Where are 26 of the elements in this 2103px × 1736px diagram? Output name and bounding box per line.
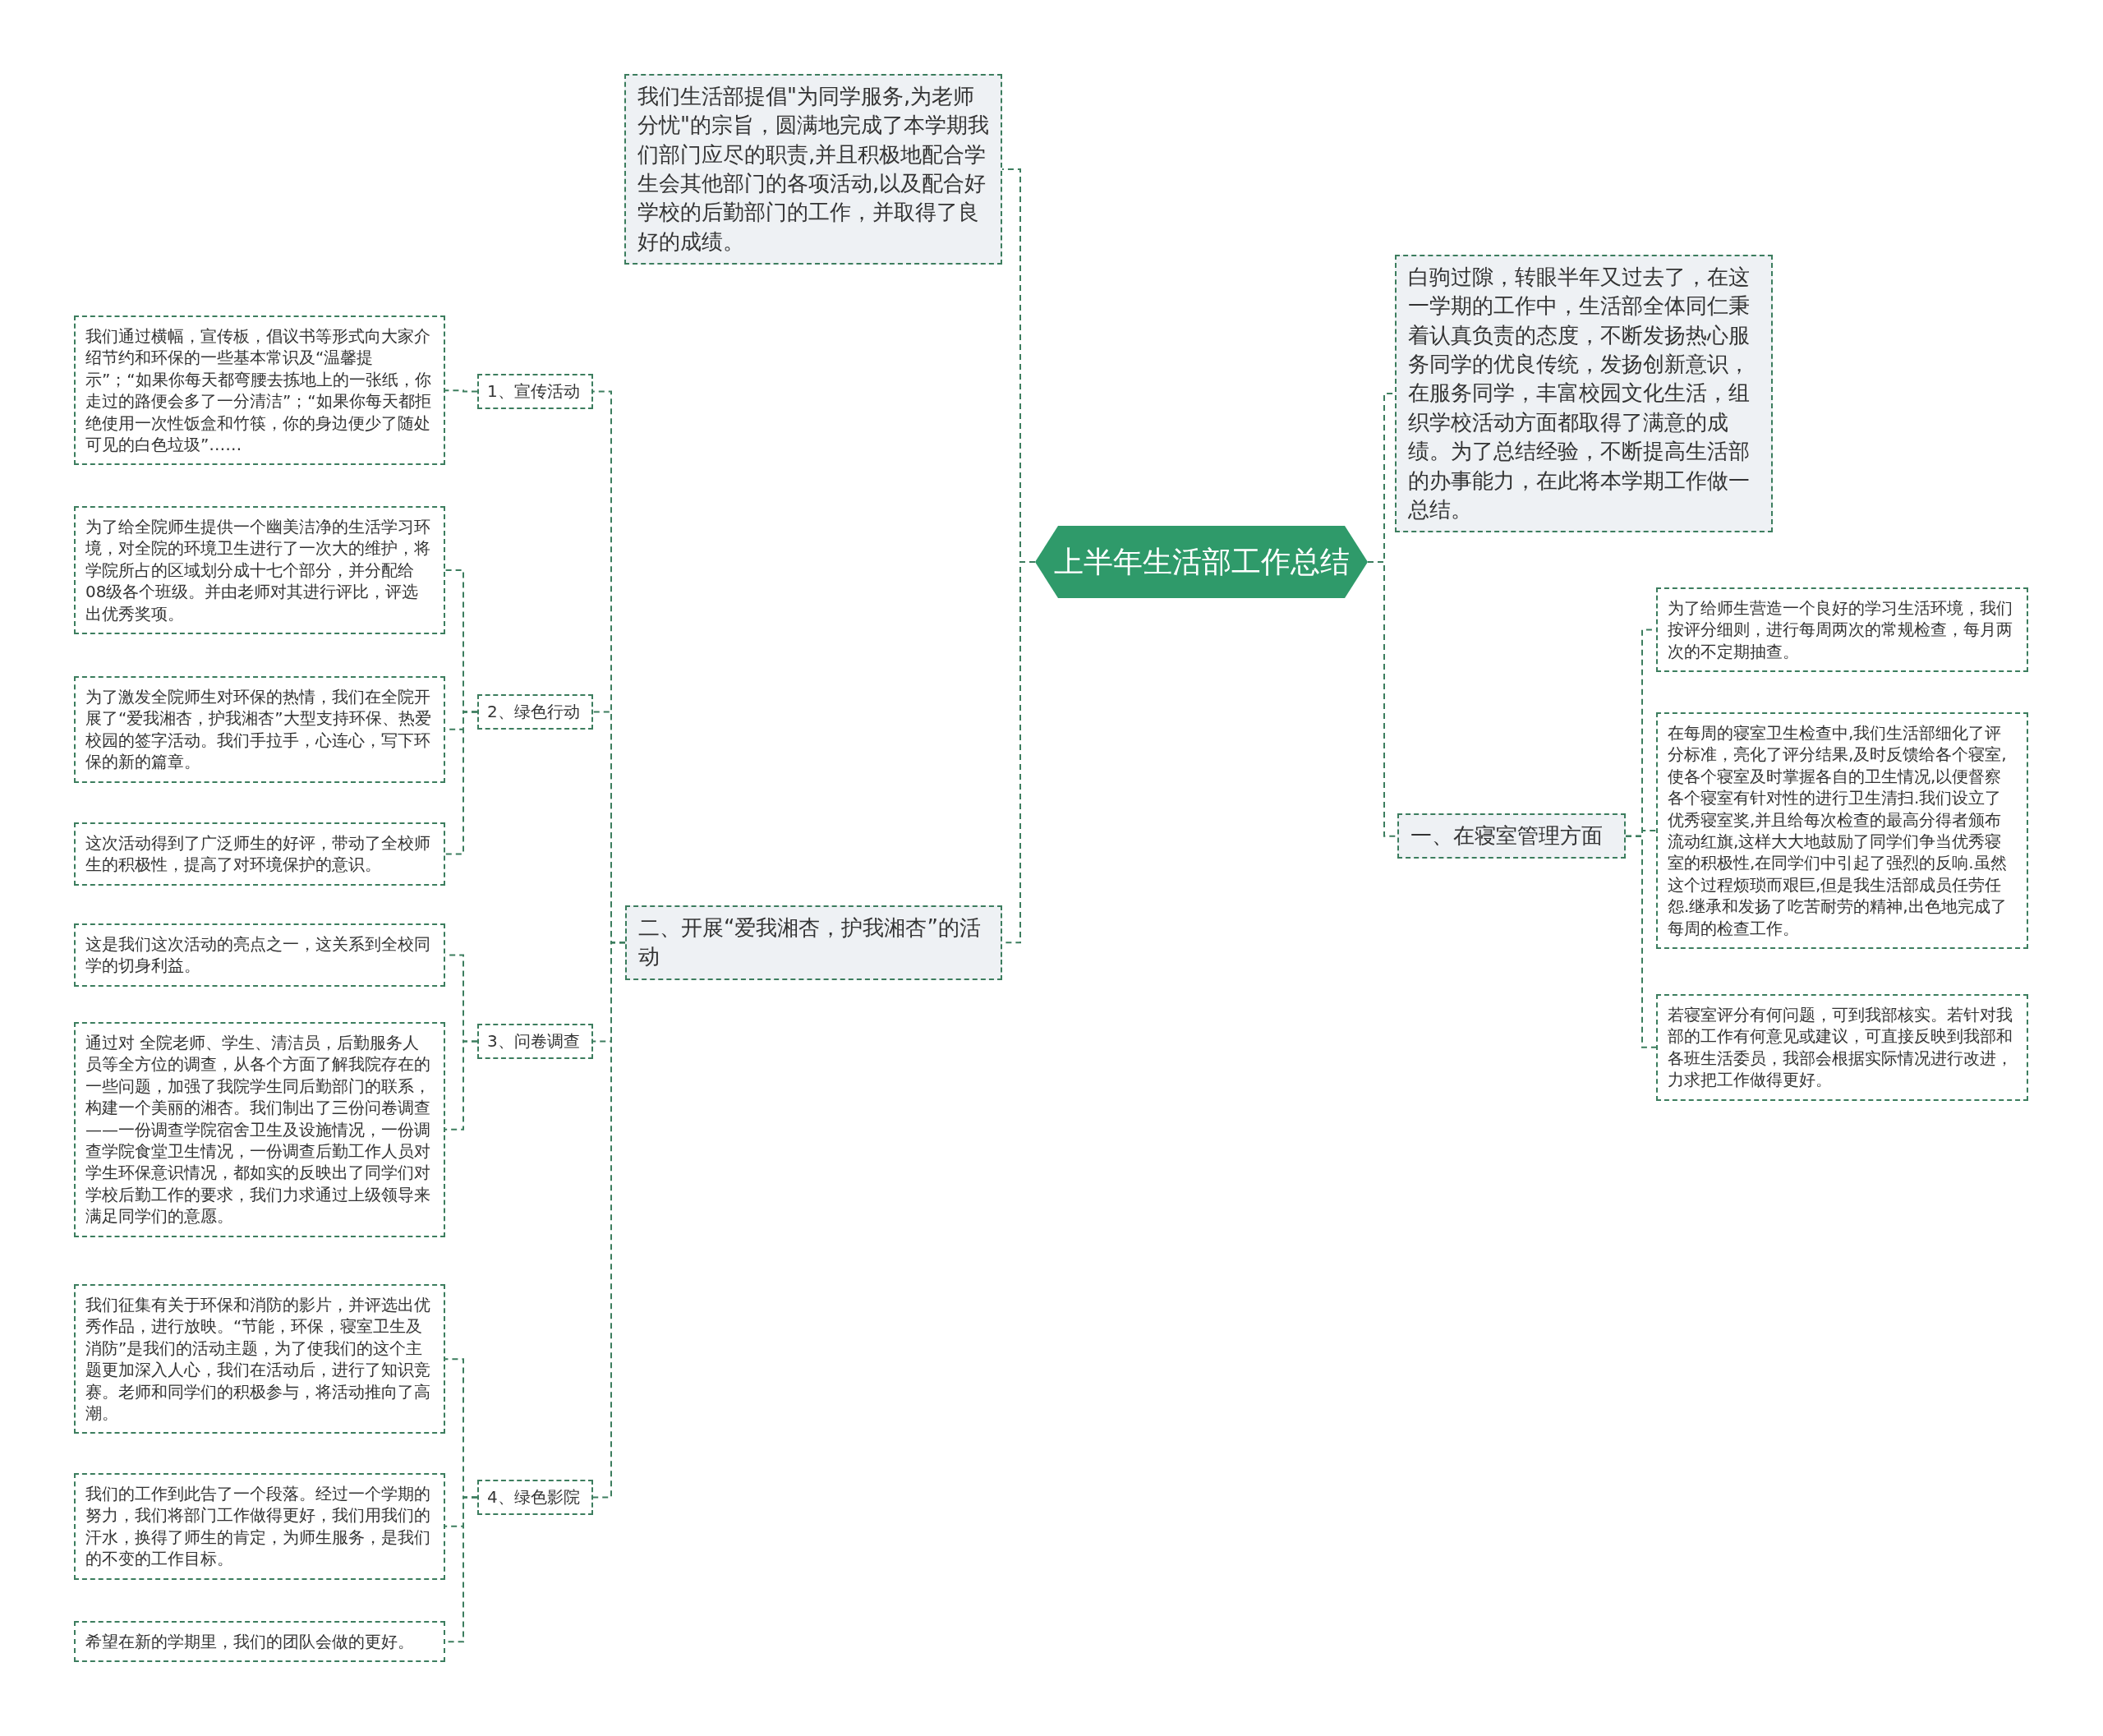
note-card: 这是我们这次活动的亮点之一，这关系到全校同学的切身利益。 [74, 923, 445, 987]
note-card: 我们征集有关于环保和消防的影片，并评选出优秀作品，进行放映。“节能，环保，寝室卫生及消防”是我们的活动主题，为了使我们的这个主题更加深入人心，我们在活动后，进行了知识竞赛。老师和同学们的积极参与，将活动推向了高潮。 [74, 1284, 445, 1434]
topic-card: 我们生活部提倡"为同学服务,为老师分忧"的宗旨，圆满地完成了本学期我们部门应尽的职责,并且积极地配合学生会其他部门的各项活动,以及配合好学校的后勤部门的工作，并取得了良好的成绩。 [624, 74, 1002, 265]
connector-line [444, 1040, 478, 1130]
topic-card: 二、开展“爱我湘杏，护我湘杏”的活动 [625, 905, 1002, 980]
connector-line [1625, 835, 1657, 1048]
note-card: 若寝室评分有何问题，可到我部核实。若针对我部的工作有何意见或建议，可直接反映到我部和各班生活委员，我部会根据实际情况进行改进，力求把工作做得更好。 [1656, 994, 2028, 1101]
subtopic-label-box: 1、宣传活动 [477, 374, 593, 410]
connector-line [444, 711, 478, 855]
subtopic-label-box: 3、问卷调查 [477, 1024, 593, 1060]
connector-line [444, 389, 478, 393]
note-card: 为了给师生营造一个良好的学习生活环境，我们按评分细则，进行每周两次的常规检查，每月两次的不定期抽查。 [1656, 587, 2028, 673]
subtopic-label-box: 4、绿色影院 [477, 1480, 593, 1516]
note-card: 通过对 全院老师、学生、清洁员，后勤服务人员等全方位的调查，从各个方面了解我院存在的一些问题，加强了我院学生同后勤部门的联系，构建一个美丽的湘杏。我们制出了三份问卷调查——一份调查学院宿舍卫生及设施情况，一份调查学院食堂卫生情况，一份调查后勤工作人员对学生环保意识情况，都如实的反映出了同学们对学校后勤工作的要求，我们力求通过上级领导来满足同学们的意愿。 [74, 1022, 445, 1237]
topic-card: 一、在寝室管理方面 [1397, 813, 1626, 859]
note-card: 我们的工作到此告了一个段落。经过一个学期的努力，我们将部门工作做得更好，我们用我们的汗水，换得了师生的肯定，为师生服务，是我们的不变的工作目标。 [74, 1473, 445, 1580]
note-card: 希望在新的学期里，我们的团队会做的更好。 [74, 1621, 445, 1663]
note-card: 我们通过横幅，宣传板，倡议书等形式向大家介绍节约和环保的一些基本常识及“温馨提示”；“如果你每天都弯腰去拣地上的一张纸，你走过的路便会多了一分清洁”；“如果你每天都拒绝使用一次性饭盒和竹筷，你的身边便少了随处可见的白色垃圾”…… [74, 315, 445, 466]
note-card: 为了给全院师生提供一个幽美洁净的生活学习环境，对全院的环境卫生进行了一次大的维护，将学院所占的区域划分成十七个部分，并分配给08级各个班级。并由老师对其进行评比，评选出优秀奖项。 [74, 506, 445, 634]
note-card: 这次活动得到了广泛师生的好评，带动了全校师生的积极性，提高了对环境保护的意识。 [74, 822, 445, 886]
subtopic-label-box: 2、绿色行动 [477, 694, 593, 730]
central-topic: 上半年生活部工作总结 [1035, 526, 1368, 598]
note-card: 为了激发全院师生对环保的热情，我们在全院开展了“爱我湘杏，护我湘杏”大型支持环保、热爱校园的签字活动。我们手拉手，心连心，写下环保的新的篇章。 [74, 676, 445, 783]
connector-line [592, 942, 626, 1499]
topic-card: 白驹过隙，转眼半年又过去了，在这一学期的工作中，生活部全体同仁秉着认真负责的态度，不断发扬热心服务同学的优良传统，发扬创新意识，在服务同学，丰富校园文化生活，组织学校活动方面都取得了满意的成绩。为了总结经验，不断提高生活部的办事能力，在此将本学期工作做一总结。 [1395, 255, 1773, 533]
note-card: 在每周的寝室卫生检查中,我们生活部细化了评分标准，亮化了评分结果,及时反馈给各个寝室,使各个寝室及时掌握各自的卫生情况,以便督察各个寝室有针对性的进行卫生清扫.我们设立了优秀寝室奖,并且给每次检查的最高分得者颁布流动红旗,这样大大地鼓励了同学们争当优秀寝室的积极性,在同学们中引起了强烈的反响.虽然这个过程烦琐而艰巨,但是我生活部成员任劳任怨.继承和发扬了吃苦耐劳的精神,出色地完成了每周的检查工作。 [1656, 712, 2028, 949]
